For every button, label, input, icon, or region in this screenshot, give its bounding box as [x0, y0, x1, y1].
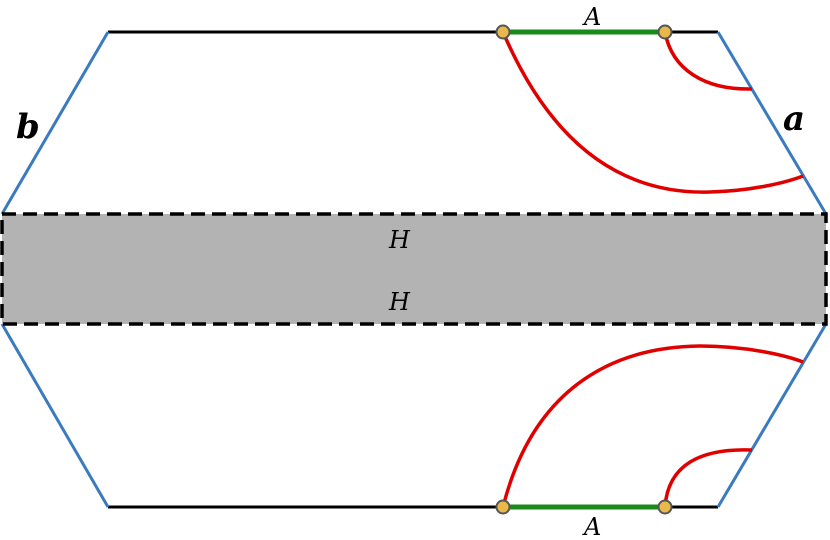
geodesic-top-inner [663, 31, 753, 91]
edge-b-upper [0, 31, 110, 215]
endpoint-top-left [495, 24, 511, 40]
edge-a-upper [716, 31, 828, 215]
edge-b-lower [0, 323, 110, 508]
endpoint-top-right [657, 24, 673, 40]
label-side-a: a [783, 99, 805, 139]
endpoint-bottom-right [657, 499, 673, 515]
endpoint-bottom-left [495, 499, 511, 515]
geodesic-bottom-outer [501, 344, 804, 508]
label-interval-a-top: A [582, 3, 601, 31]
geodesic-bottom-inner [663, 448, 753, 508]
geodesic-top-outer [501, 31, 804, 194]
label-side-b: b [16, 107, 40, 147]
label-interval-a-bottom: A [582, 513, 601, 540]
edge-a-lower [716, 323, 828, 508]
label-band-h-top: H [388, 226, 411, 254]
band-h [0, 212, 828, 326]
label-band-h-bottom: H [388, 288, 411, 316]
